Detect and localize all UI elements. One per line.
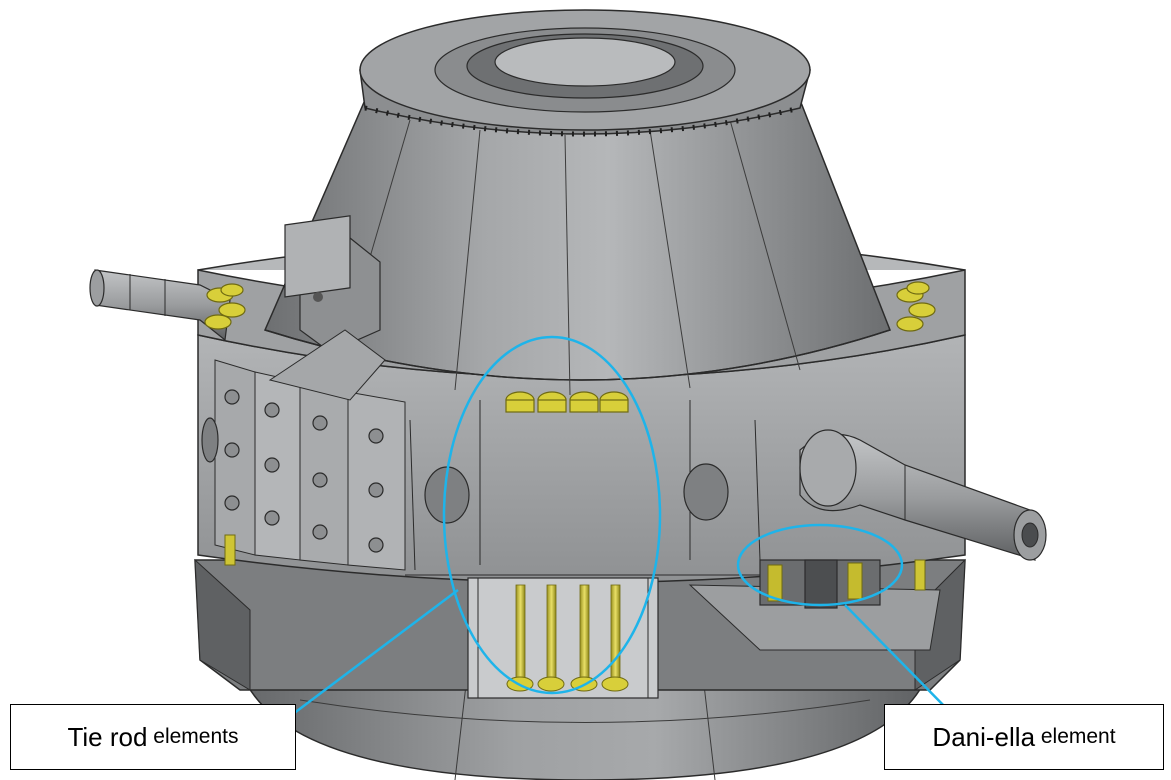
- top-flange: [359, 9, 811, 137]
- bolt-plates: [214, 359, 406, 571]
- left-nut-cluster: [204, 283, 246, 330]
- tie-rod-label-suffix: elements: [147, 725, 239, 748]
- dani-ella-label-main: Dani-ella: [932, 721, 1036, 752]
- dani-ella-label: Dani-ella element: [884, 704, 1164, 770]
- tie-rod-label-main: Tie rod: [67, 721, 148, 752]
- inspection-port: [268, 215, 386, 401]
- upper-cone: [263, 99, 891, 396]
- right-nozzle: [799, 429, 1047, 561]
- top-tie-rod-nuts: [505, 391, 629, 413]
- tie-rod-window: [467, 577, 659, 699]
- left-nozzle: [89, 269, 231, 342]
- support-legs: [224, 534, 926, 591]
- tie-rod-callout: [284, 335, 662, 721]
- dani-ella-callout: [736, 523, 951, 713]
- right-nut-cluster: [896, 281, 936, 332]
- tie-rod-label: Tie rod elements: [10, 704, 296, 770]
- dani-ella-label-suffix: element: [1035, 725, 1116, 748]
- dani-ella-assembly: [759, 559, 881, 609]
